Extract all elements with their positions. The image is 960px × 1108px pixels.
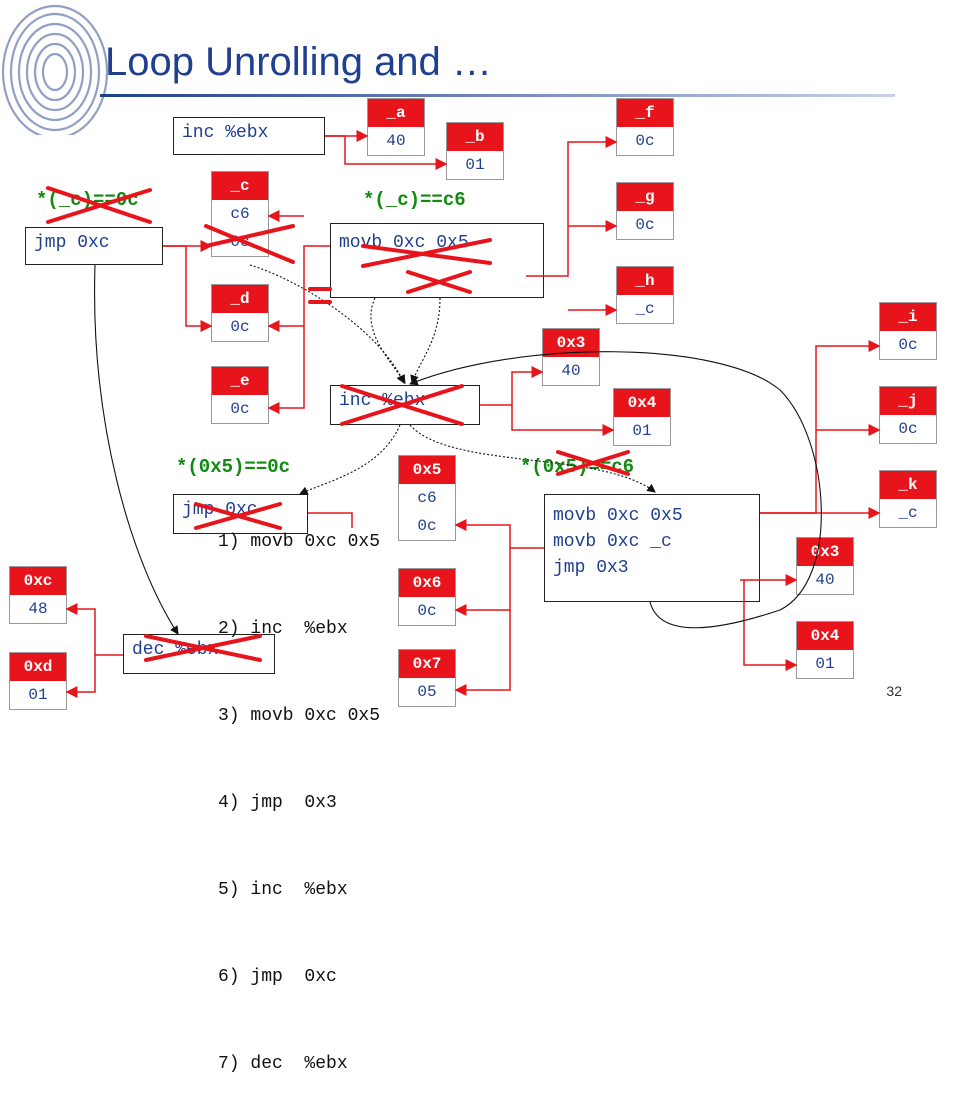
step-2: 2) inc %ebx (218, 619, 348, 639)
instr-block-line-1: movb 0xc 0x5 (553, 506, 683, 526)
mem-label: 0xc (10, 567, 66, 595)
mem-label: 0x4 (797, 622, 853, 650)
mem-label: 0x3 (797, 538, 853, 566)
execution-steps: 1) movb 0xc 0x5 2) inc %ebx 3) movb 0xc … (218, 470, 380, 1108)
step-6: 6) jmp 0xc (218, 967, 337, 987)
mem-value: c6 (417, 489, 437, 507)
mem-cell-e: _e 0c (211, 366, 269, 424)
mem-label: _f (617, 99, 673, 127)
mem-value: c6 (230, 205, 250, 223)
mem-value: 48 (28, 600, 48, 618)
step-7: 7) dec %ebx (218, 1054, 348, 1074)
mem-value: _c (635, 300, 655, 318)
step-1: 1) movb 0xc 0x5 (218, 532, 381, 552)
mem-cell-c: _c c6 0c (211, 171, 269, 257)
mem-label: _e (212, 367, 268, 395)
mem-value: 40 (386, 132, 406, 150)
instr-jmp-0xc-top: jmp 0xc (25, 227, 163, 265)
mem-label: _k (880, 471, 936, 499)
mem-value: 0c (230, 400, 250, 418)
mem-value-old: 0c (417, 517, 437, 535)
mem-value: 0c (230, 318, 250, 336)
mem-cell-d: _d 0c (211, 284, 269, 342)
condition-c-0c: *(_c)==0c (36, 189, 139, 211)
mem-value: 0c (898, 336, 918, 354)
mem-label: 0xd (10, 653, 66, 681)
mem-value: 05 (417, 683, 437, 701)
instr-block-line-3: jmp 0x3 (553, 558, 629, 578)
mem-value: _c (898, 504, 918, 522)
page-number: 32 (886, 683, 902, 699)
mem-cell-i: _i 0c (879, 302, 937, 360)
instr-block: movb 0xc 0x5 movb 0xc _c jmp 0x3 (544, 494, 760, 602)
mem-label: 0x7 (399, 650, 455, 678)
mem-cell-b: _b 01 (446, 122, 504, 180)
mem-label: _b (447, 123, 503, 151)
fingerprint-logo (1, 4, 109, 135)
step-5: 5) inc %ebx (218, 880, 348, 900)
mem-cell-g: _g 0c (616, 182, 674, 240)
title-rule (100, 94, 895, 97)
mem-value: 01 (632, 422, 652, 440)
step-4: 4) jmp 0x3 (218, 793, 337, 813)
mem-cell-k: _k _c (879, 470, 937, 528)
mem-cell-j: _j 0c (879, 386, 937, 444)
mem-label: 0x3 (543, 329, 599, 357)
mem-label: _g (617, 183, 673, 211)
mem-label: _d (212, 285, 268, 313)
mem-label: _h (617, 267, 673, 295)
mem-cell-0x5: 0x5 c6 0c (398, 455, 456, 541)
mem-value-old: 0c (230, 233, 250, 251)
instr-inc-ebx-mid: inc %ebx (330, 385, 480, 425)
connector-overlay (46, 130, 881, 698)
mem-value: 0c (635, 132, 655, 150)
mem-label: 0x5 (399, 456, 455, 484)
condition-0x5-0c: *(0x5)==0c (176, 456, 291, 478)
mem-cell-f: _f 0c (616, 98, 674, 156)
mem-label: _a (368, 99, 424, 127)
condition-0x5-c6: *(0x5)==c6 (520, 456, 635, 478)
step-3: 3) movb 0xc 0x5 (218, 706, 381, 726)
mem-label: _j (880, 387, 936, 415)
instr-block-line-2: movb 0xc _c (553, 532, 672, 552)
mem-label: _i (880, 303, 936, 331)
mem-value: 01 (28, 686, 48, 704)
mem-value: 0c (417, 602, 437, 620)
mem-value: 40 (815, 571, 835, 589)
mem-cell-a: _a 40 (367, 98, 425, 156)
mem-label: 0x6 (399, 569, 455, 597)
condition-c-c6: *(_c)==c6 (363, 189, 466, 211)
mem-value: 0c (635, 216, 655, 234)
instr-inc-ebx-top: inc %ebx (173, 117, 325, 155)
mem-value: 40 (561, 362, 581, 380)
mem-cell-h: _h _c (616, 266, 674, 324)
mem-value: 0c (898, 420, 918, 438)
mem-value: 01 (815, 655, 835, 673)
mem-label: 0x4 (614, 389, 670, 417)
mem-label: _c (212, 172, 268, 200)
page-title: Loop Unrolling and … (105, 40, 492, 84)
instr-movb-top: movb 0xc 0x5 (330, 223, 544, 298)
mem-value: 01 (465, 156, 485, 174)
